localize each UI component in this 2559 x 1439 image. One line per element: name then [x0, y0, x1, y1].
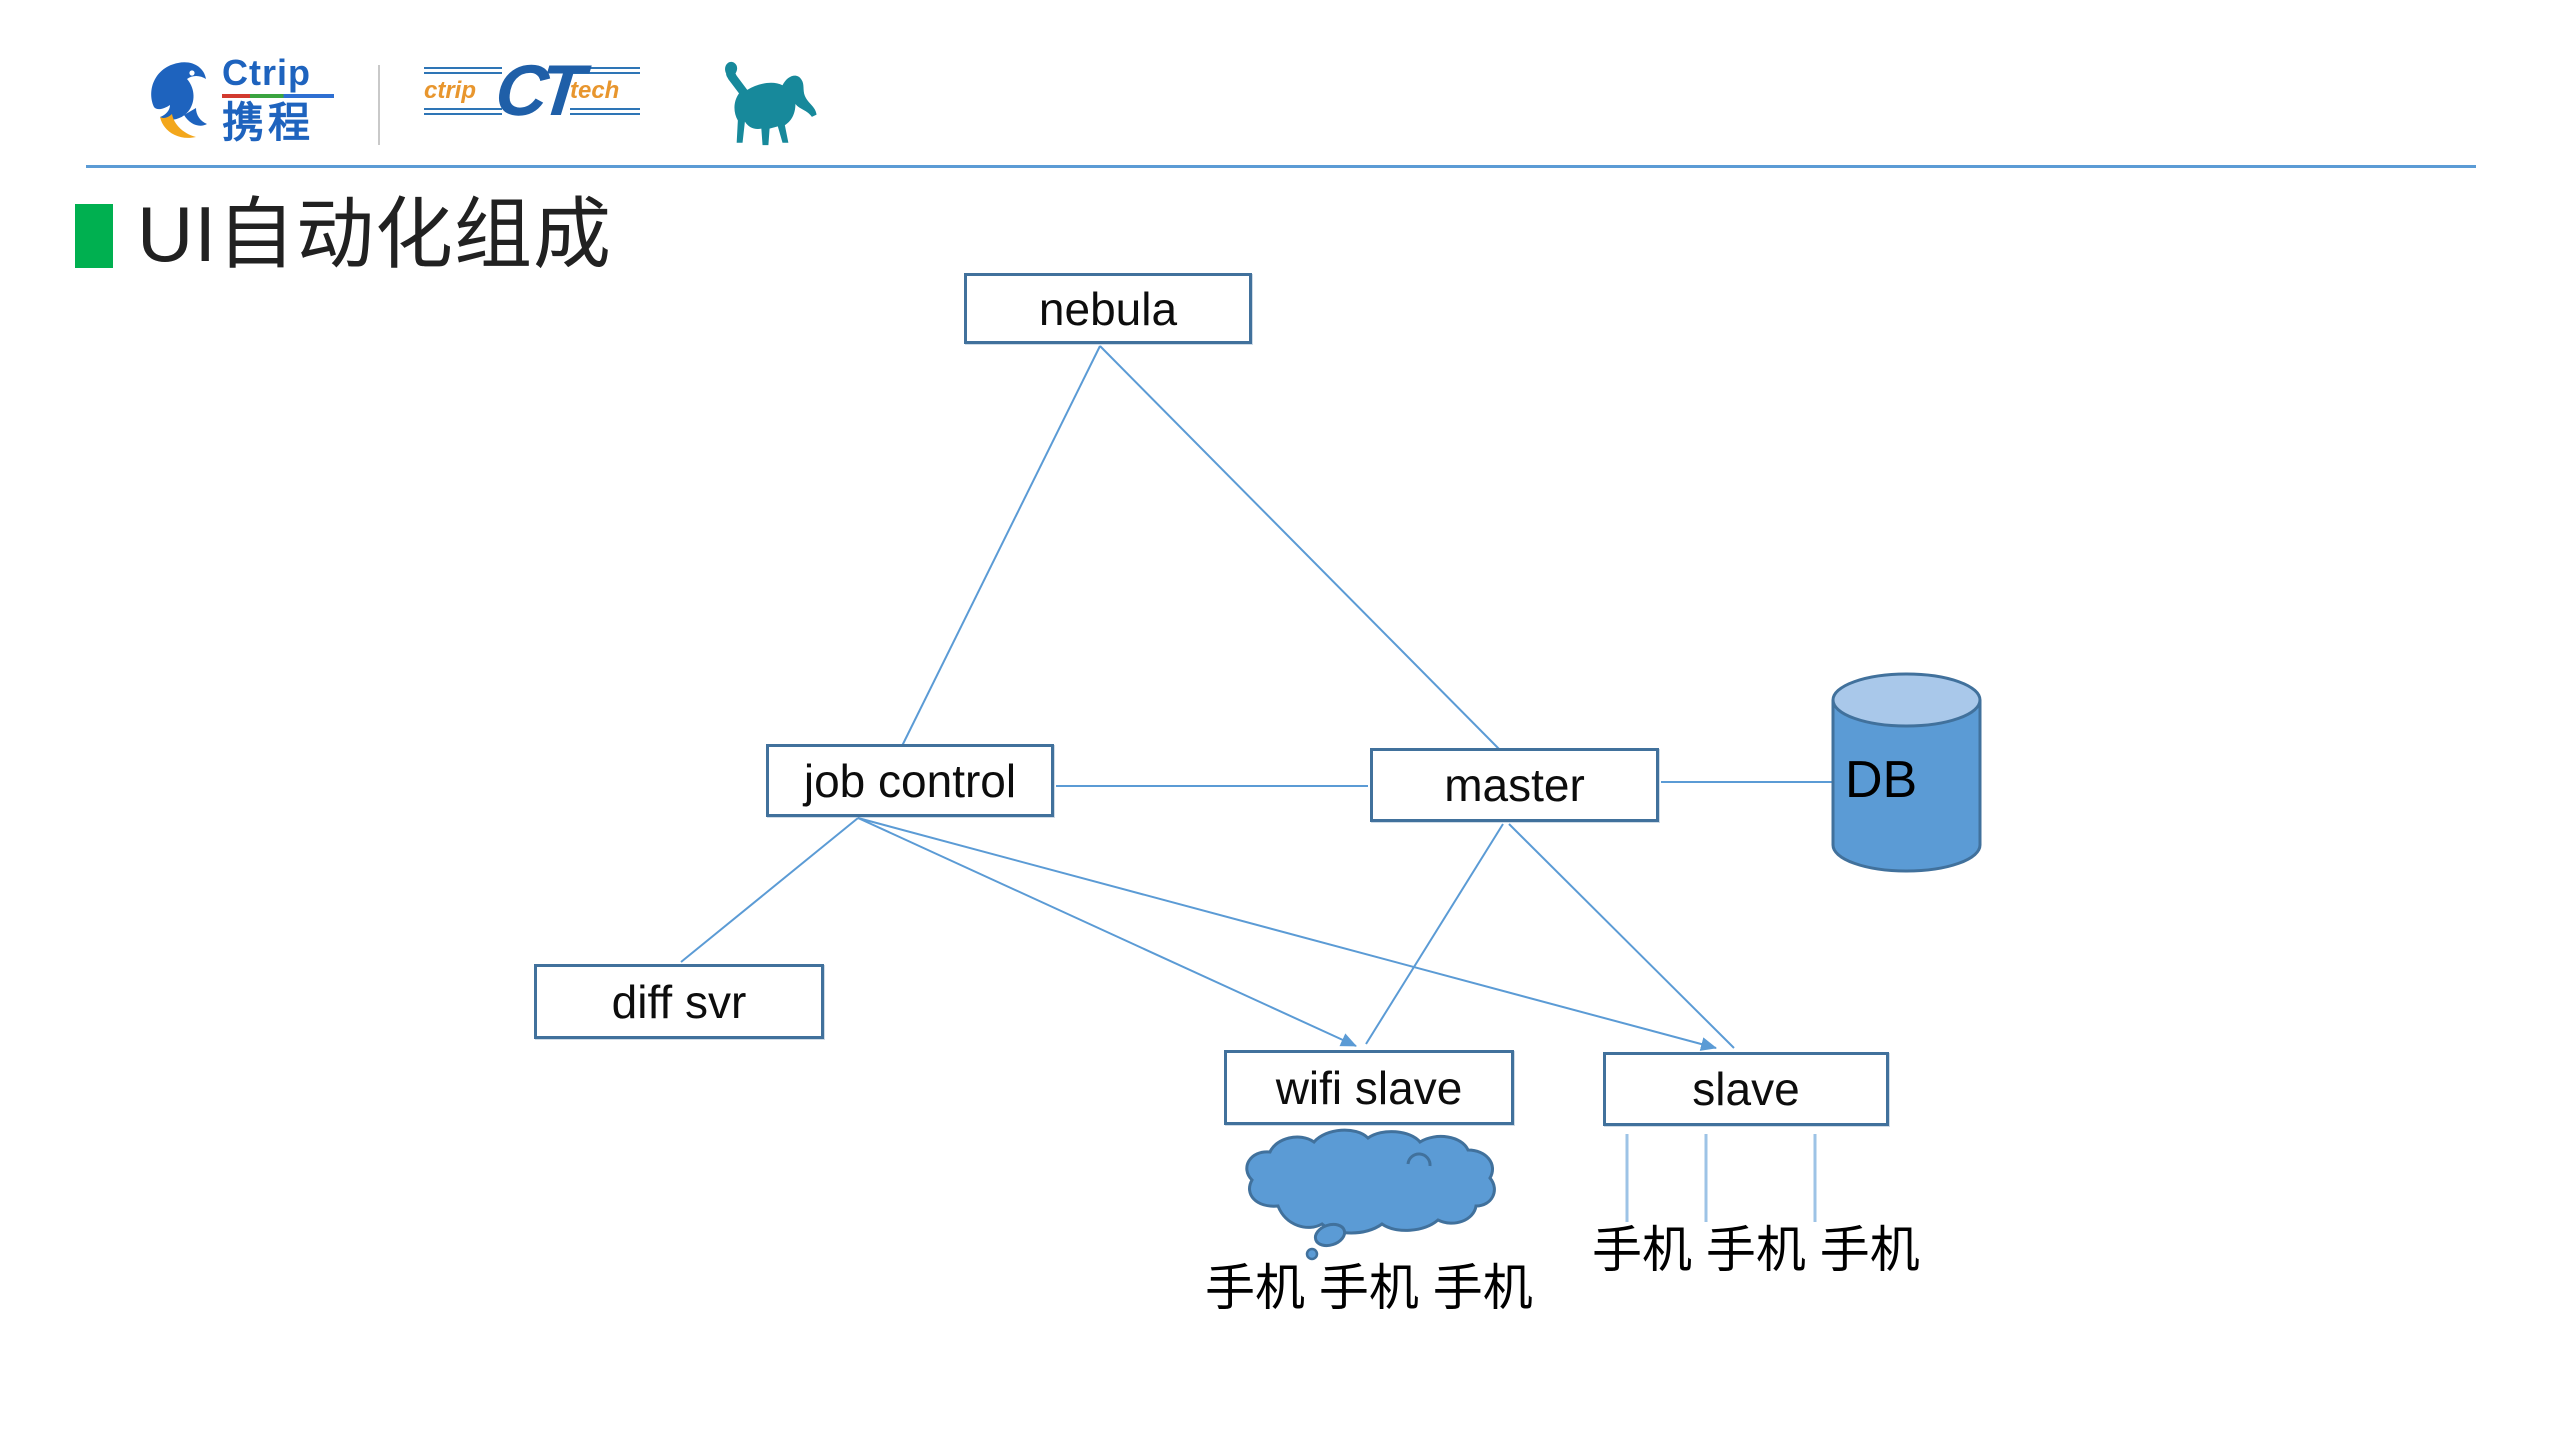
stripe	[569, 113, 640, 116]
node-master: master	[1370, 748, 1659, 822]
header-divider-rule	[86, 165, 2476, 168]
db-label: DB	[1845, 751, 1918, 809]
page-title: UI自动化组成	[137, 190, 613, 278]
node-label: nebula	[1038, 282, 1178, 335]
ctrip-wordmark: Ctrip 携程	[222, 55, 334, 146]
node-slave: slave	[1603, 1052, 1889, 1126]
edge-jobcontrol-diffsvr	[680, 817, 859, 963]
edge-master-wifislave	[1365, 823, 1504, 1045]
edge-jobcontrol-slave	[857, 817, 1717, 1051]
cttech-right-block: tech	[569, 67, 640, 116]
phones-under-slave: 手机 手机 手机	[1592, 1222, 1920, 1278]
cloud-shape	[1245, 1128, 1496, 1261]
stripe	[424, 113, 502, 116]
edge-nebula-master	[1099, 345, 1501, 751]
ctrip-dolphin-icon	[140, 55, 210, 148]
node-diff-svr: diff svr	[534, 964, 824, 1039]
node-label: diff svr	[611, 975, 747, 1028]
edge-master-slave	[1508, 823, 1735, 1049]
node-job-control: job control	[766, 744, 1054, 817]
edge-jobcontrol-wifislave	[857, 817, 1357, 1047]
cttech-left-block: ctrip	[424, 67, 502, 116]
stripe	[569, 72, 640, 75]
node-label: slave	[1692, 1063, 1800, 1115]
db-cylinder	[1831, 672, 1982, 873]
ctrip-underline	[222, 94, 334, 98]
edge-nebula-jobcontrol	[901, 345, 1101, 747]
stripe	[424, 67, 502, 70]
phones-under-wifi-slave: 手机 手机 手机	[1205, 1260, 1533, 1316]
node-label: master	[1444, 759, 1585, 811]
node-label: job control	[803, 754, 1017, 807]
ctrip-logo: Ctrip 携程	[140, 55, 334, 148]
stripe	[569, 67, 640, 70]
camel-logo-icon	[700, 57, 818, 156]
ctrip-tech-logo: ctrip CT tech	[424, 51, 640, 131]
cttech-prefix-text: ctrip	[424, 77, 477, 105]
node-nebula: nebula	[964, 273, 1252, 344]
node-wifi-slave: wifi slave	[1224, 1050, 1514, 1125]
connector-lines	[680, 345, 1840, 1051]
stripe	[424, 108, 502, 111]
stripe	[569, 108, 640, 111]
title-row: UI自动化组成	[75, 190, 613, 278]
ctrip-en-text: Ctrip	[222, 52, 311, 93]
stripe	[424, 72, 502, 75]
brand-divider	[378, 65, 380, 145]
slave-phone-lines	[1625, 1134, 1817, 1222]
cttech-suffix-text: tech	[569, 77, 620, 105]
node-label: wifi slave	[1275, 1061, 1463, 1114]
ctrip-cn-text: 携程	[222, 99, 315, 146]
title-bullet-square	[75, 204, 113, 268]
header-brand-row: Ctrip 携程 ctrip CT tech	[140, 51, 818, 156]
